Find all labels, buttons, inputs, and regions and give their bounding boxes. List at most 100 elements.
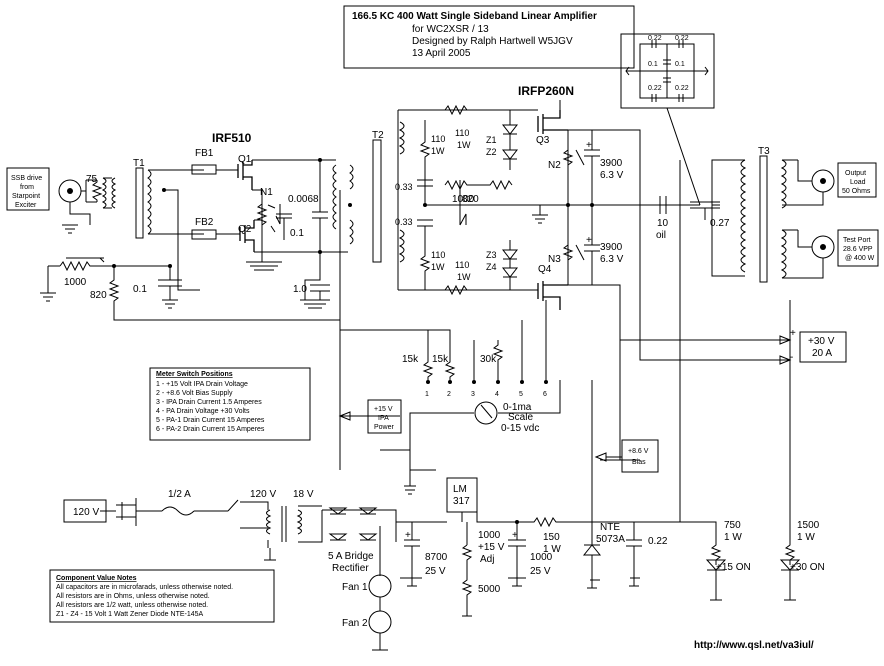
r820-final-label: 820 [462, 194, 479, 205]
output-load-3: 50 Ohms [842, 188, 871, 195]
meter-scale-3: 0-15 vdc [501, 423, 539, 434]
c022-psu-label: 0.22 [648, 536, 668, 547]
bridge-cap-3: 0.1 [648, 61, 658, 68]
nte-label-1: NTE [600, 522, 620, 533]
t1-label: T1 [133, 158, 145, 169]
ipa-box-1: +15 V [374, 406, 393, 413]
c01-label: 0.1 [290, 228, 304, 239]
transformer-t3: T3 [711, 146, 787, 283]
r75-label: 75 [86, 174, 98, 185]
r1500-label: 1500 [797, 520, 820, 531]
v63b-label: 6.3 V [600, 254, 624, 265]
bridge-label-1: 5 A Bridge [328, 551, 374, 562]
supply-minus: - [790, 352, 793, 363]
test-port-2: 28.6 VPP [843, 246, 873, 253]
r110c-label: 110 [431, 250, 445, 260]
q3-label: Q3 [536, 135, 550, 146]
switch-position-5: 5 [519, 391, 523, 398]
fb2-label: FB2 [195, 217, 214, 228]
r110d-label: 110 [455, 260, 469, 270]
z4-label: Z4 [486, 262, 497, 272]
title-line-1: 166.5 KC 400 Watt Single Sideband Linear… [352, 11, 597, 22]
w1d-label: 1W [457, 272, 471, 282]
switch-contact-6 [544, 380, 548, 384]
component-note-3: All resistors are 1/2 watt, unless other… [56, 602, 208, 609]
r1000-final-label: 1000 [452, 194, 475, 205]
bias-box: +8.6 V Bias [594, 439, 659, 473]
final-stage: IRFP260N 110 1W 110 1W 110 1W 110 1W Z1 … [395, 84, 790, 361]
fan2-label: Fan 2 [342, 618, 368, 629]
c10-label: 1.0 [293, 284, 307, 295]
lm-label-2: 317 [453, 496, 470, 507]
fb1-label: FB1 [195, 148, 214, 159]
bridge-cap-6: 0.22 [675, 85, 689, 92]
v18-label: 18 V [293, 489, 314, 500]
w750-label: 1 W [724, 532, 742, 543]
transformer-t1: T1 [133, 158, 204, 291]
r1000-psu-label: 1000 [478, 530, 501, 541]
w1c-label: 1W [431, 262, 445, 272]
switch-contact-2 [448, 380, 452, 384]
supply-voltage: +30 V [808, 336, 835, 347]
switch-position-1: 1 [425, 391, 429, 398]
switch-contact-4 [496, 380, 500, 384]
final-transistor-label: IRFP260N [518, 84, 574, 98]
meter-note-6: 6 - PA-2 Drain Current 15 Amperes [156, 426, 265, 433]
z1-label: Z1 [486, 135, 497, 145]
led30-label: +30 ON [790, 562, 825, 573]
switch-position-6: 6 [543, 391, 547, 398]
title-line-2: for WC2XSR / 13 [412, 24, 489, 35]
r110b-label: 110 [455, 128, 469, 138]
bias-box-1: +8.6 V [628, 448, 649, 455]
c033b-label: 0.33 [395, 217, 413, 227]
power-supply: 120 V 1/2 A 120 V 18 V 5 A Bridge Rectif… [63, 160, 825, 651]
driver-transistor-label: IRF510 [212, 131, 252, 145]
w1500-label: 1 W [797, 532, 815, 543]
c01-left-label: 0.1 [133, 284, 147, 295]
c0068-label: 0.0068 [288, 194, 319, 205]
plus-b: + [586, 235, 592, 246]
component-notes-title: Component Value Notes [56, 575, 137, 582]
meter-icon [474, 401, 498, 425]
t2-label: T2 [372, 130, 384, 141]
title-line-3: Designed by Ralph Hartwell W5JGV [412, 36, 573, 47]
plus-a: + [586, 140, 592, 151]
fan1-icon [368, 574, 392, 598]
meter-notes-box: Meter Switch Positions 1 - +15 Volt IPA … [149, 367, 311, 441]
c3900b-label: 3900 [600, 242, 623, 253]
z2-label: Z2 [486, 147, 497, 157]
r750-label: 750 [724, 520, 741, 531]
test-port-3: @ 400 W [845, 255, 875, 262]
meter-scale-1: 0-1ma [503, 402, 532, 413]
supply-30v: + - +30 V 20 A [779, 328, 847, 365]
mains-label: 120 V [73, 507, 99, 518]
led15-label: +15 ON [716, 562, 751, 573]
lm-label-1: LM [453, 484, 467, 495]
component-note-2: All resistors are in Ohms, unless otherw… [56, 593, 210, 600]
meter-notes-title: Meter Switch Positions [156, 371, 233, 378]
meter-note-3: 3 - IPA Drain Current 1.5 Amperes [156, 399, 262, 406]
adj-label-2: Adj [480, 554, 494, 565]
adj-label-1: +15 V [478, 542, 505, 553]
v25b-label: 25 V [530, 566, 551, 577]
bridge-cap-4: 0.1 [675, 61, 685, 68]
switch-contact-3 [472, 380, 476, 384]
bridge-cap-1: 0.22 [648, 35, 662, 42]
n2-label: N2 [548, 160, 561, 171]
meter-note-1: 1 - +15 Volt IPA Drain Voltage [156, 381, 248, 388]
input-label-4: Exciter [15, 202, 37, 209]
nte-label-2: 5073A [596, 534, 625, 545]
driver-stage: FB1 FB2 IRF510 Q1 Q2 N1 0.1 0.0068 [191, 131, 328, 271]
c3900a-label: 3900 [600, 158, 623, 169]
input-label-1: SSB drive [11, 175, 42, 182]
bridge-cap-5: 0.22 [648, 85, 662, 92]
r15a-label: 15k [402, 354, 419, 365]
switch-position-4: 4 [495, 391, 499, 398]
switch-contact-5 [520, 380, 524, 384]
meter-note-5: 5 - PA-1 Drain Current 15 Amperes [156, 417, 265, 424]
supply-plus: + [790, 328, 796, 339]
